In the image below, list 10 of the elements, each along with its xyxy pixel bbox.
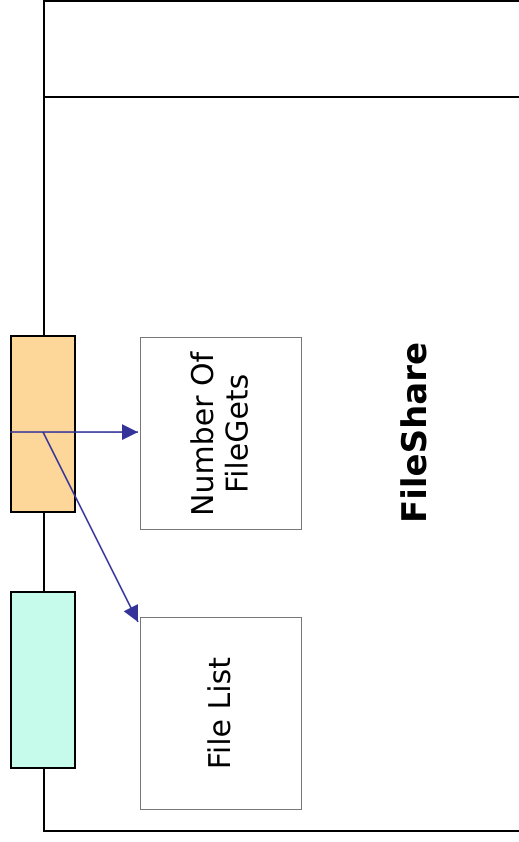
arrow xyxy=(42,432,139,622)
arrow xyxy=(10,424,138,440)
port-box xyxy=(10,591,76,769)
attribute-box xyxy=(140,617,302,810)
attribute-box xyxy=(140,337,302,530)
component-box xyxy=(43,0,519,832)
port-box xyxy=(10,335,76,513)
component-title: FileShare xyxy=(394,340,436,525)
attribute-label: Number Of FileGets xyxy=(186,350,256,518)
attribute-label: File List xyxy=(204,657,238,770)
